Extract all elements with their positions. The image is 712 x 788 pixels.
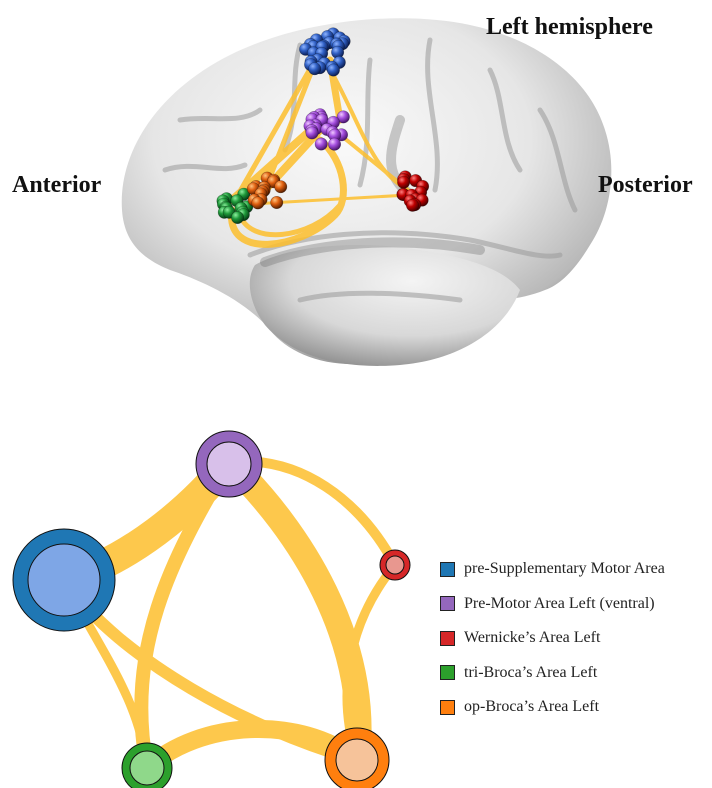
label-anterior: Anterior [12,172,101,199]
cluster-ball [327,64,339,76]
graph-edges [64,461,395,768]
cluster-ball [252,197,264,209]
cluster-ball [328,138,340,150]
cluster-ball [275,181,287,193]
label-posterior: Posterior [598,172,693,199]
legend-label: Wernicke’s Area Left [464,629,600,647]
legend-label: Pre-Motor Area Left (ventral) [464,595,655,613]
cluster-ball [315,138,327,150]
legend-label: pre-Supplementary Motor Area [464,560,665,578]
network-graph [13,431,410,788]
cluster-ball [306,127,318,139]
cluster-ball [231,211,243,223]
cluster-ball [309,62,321,74]
legend-swatch [440,631,455,646]
node-op-broca [325,728,389,788]
legend-item-op-broca: op-Broca’s Area Left [440,690,712,725]
legend-item-pre-sma: pre-Supplementary Motor Area [440,552,712,587]
legend-swatch [440,700,455,715]
legend-label: op-Broca’s Area Left [464,698,599,716]
legend-swatch [440,665,455,680]
node-tri-broca [122,743,172,788]
legend-swatch [440,596,455,611]
legend-item-pre-motor: Pre-Motor Area Left (ventral) [440,587,712,622]
legend-item-wernicke: Wernicke’s Area Left [440,621,712,656]
legend-label: tri-Broca’s Area Left [464,664,597,682]
brain-rendering [122,18,612,366]
legend: pre-Supplementary Motor Area Pre-Motor A… [440,552,712,725]
cluster-ball [397,176,409,188]
node-pre-motor [196,431,262,497]
legend-item-tri-broca: tri-Broca’s Area Left [440,656,712,691]
legend-swatch [440,562,455,577]
node-pre-sma [13,529,115,631]
label-left-hemisphere: Left hemisphere [486,14,653,41]
cluster-ball [271,196,283,208]
node-wernicke [380,550,410,580]
cluster-ball [406,199,418,211]
